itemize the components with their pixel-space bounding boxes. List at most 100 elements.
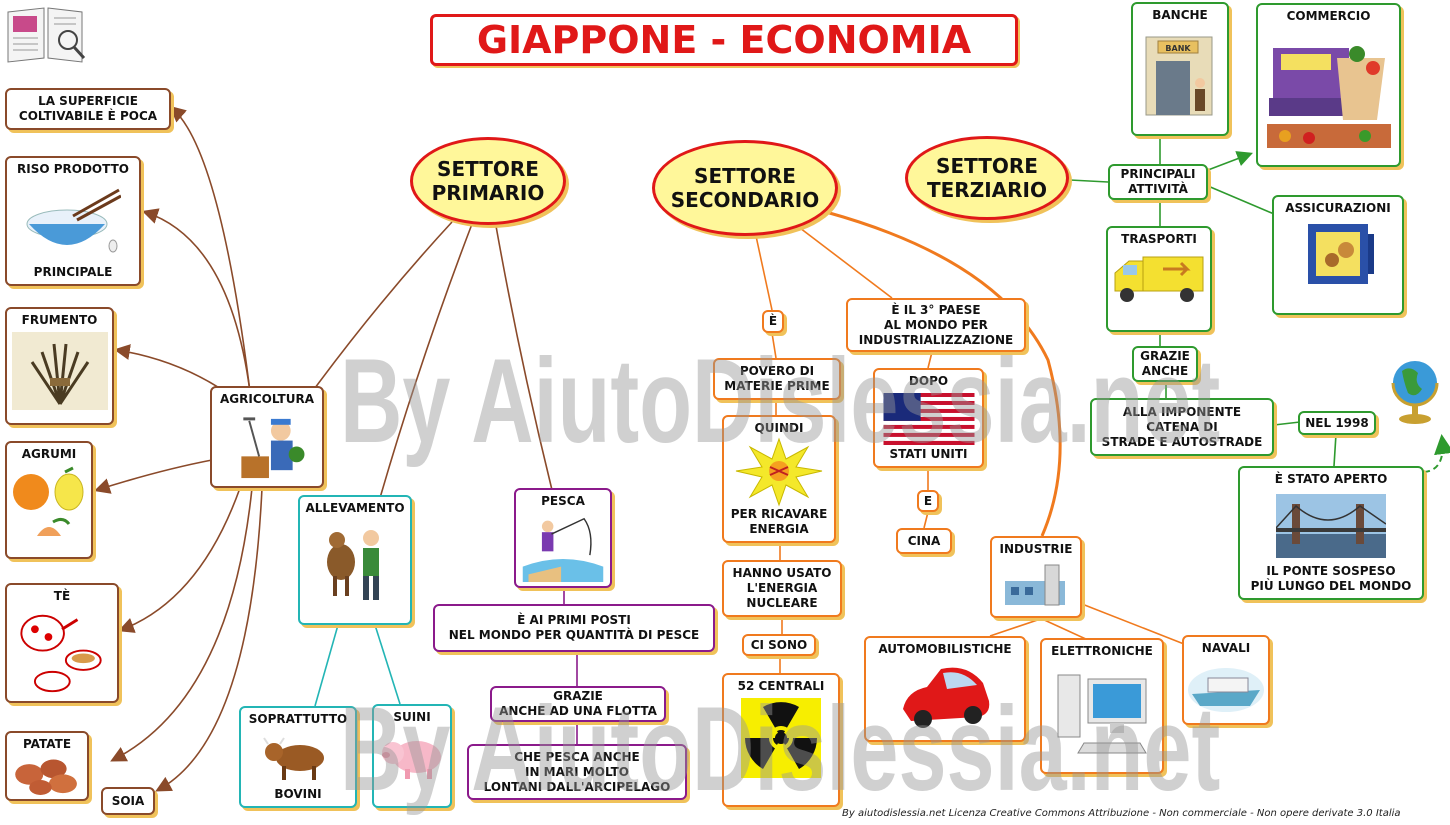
node-frumento[interactable]: FRUMENTO [5, 307, 114, 425]
node-text: ALLA IMPONENTE CATENA DI STRADE E AUTOST… [1101, 404, 1263, 449]
usa-flag-icon [883, 393, 974, 445]
node-terzo-paese[interactable]: È IL 3° PAESE AL MONDO PER INDUSTRIALIZZ… [846, 298, 1026, 352]
cash-register-icon [1266, 46, 1391, 148]
node-text: PER RICAVARE ENERGIA [730, 507, 828, 536]
node-suini[interactable]: SUINI [372, 704, 452, 808]
node-text: INDUSTRIE [999, 542, 1073, 556]
node-text: È STATO APERTO [1274, 472, 1388, 486]
node-ponte[interactable]: È STATO APERTO IL PONTE SOSPESO PIÙ LUNG… [1238, 466, 1424, 600]
node-riso[interactable]: RISO PRODOTTO PRINCIPALE [5, 156, 141, 286]
bridge-icon [1276, 493, 1386, 558]
node-text: ELETTRONICHE [1051, 644, 1153, 658]
license-credit: By aiutodislessia.net Licenza Creative C… [842, 808, 1401, 819]
node-e[interactable]: È [762, 310, 784, 333]
node-industrie[interactable]: INDUSTRIE [990, 536, 1082, 618]
node-text: STATI UNITI [889, 447, 968, 461]
node-ci-sono[interactable]: CI SONO [742, 634, 816, 656]
sector-primario[interactable]: SETTORE PRIMARIO [410, 137, 566, 225]
energy-icon [735, 436, 823, 507]
node-trasporti[interactable]: TRASPORTI [1106, 226, 1212, 332]
node-allevamento[interactable]: ALLEVAMENTO [298, 495, 412, 625]
node-commercio[interactable]: COMMERCIO [1256, 3, 1401, 167]
node-grazie-anche[interactable]: GRAZIE ANCHE [1132, 346, 1198, 382]
node-text: AUTOMOBILISTICHE [878, 642, 1012, 656]
node-text: ALLEVAMENTO [305, 501, 405, 515]
node-text: È [768, 314, 778, 328]
node-text: FRUMENTO [21, 313, 98, 327]
node-text: PRINCIPALI ATTIVITÀ [1120, 167, 1196, 196]
node-text: AGRICOLTURA [220, 392, 314, 406]
node-dopo[interactable]: DOPO STATI UNITI [873, 368, 984, 468]
node-povero[interactable]: POVERO DI MATERIE PRIME [713, 358, 841, 400]
node-primi-posti[interactable]: È AI PRIMI POSTI NEL MONDO PER QUANTITÀ … [433, 604, 715, 652]
node-text: BANCHE [1152, 8, 1208, 22]
node-flotta[interactable]: GRAZIE ANCHE AD UNA FLOTTA [490, 686, 666, 722]
node-text: GRAZIE ANCHE [1140, 349, 1190, 378]
node-patate[interactable]: PATATE [5, 731, 89, 801]
node-text: QUINDI [754, 421, 804, 435]
node-text: PATATE [22, 737, 72, 751]
cow-icon [263, 737, 324, 780]
sector-terziario[interactable]: SETTORE TERZIARIO [905, 136, 1069, 220]
node-soia[interactable]: SOIA [101, 787, 155, 815]
open-book-icon [7, 7, 86, 63]
node-text: E [923, 493, 933, 508]
cow-farmer-icon [327, 530, 379, 600]
node-e-conj[interactable]: E [917, 490, 939, 512]
node-text: PRINCIPALE [33, 265, 113, 279]
car-icon [903, 667, 990, 728]
node-agrumi[interactable]: AGRUMI [5, 441, 93, 559]
node-navali[interactable]: NAVALI [1182, 635, 1270, 725]
node-text: 52 CENTRALI [737, 679, 825, 693]
radiation-icon [741, 698, 821, 778]
sector-secondario[interactable]: SETTORE SECONDARIO [652, 140, 838, 236]
potatoes-icon [15, 759, 77, 795]
node-text: NEL 1998 [1305, 415, 1369, 430]
ship-icon [1188, 668, 1264, 712]
node-catena-strade[interactable]: ALLA IMPONENTE CATENA DI STRADE E AUTOST… [1090, 398, 1274, 456]
node-pesca[interactable]: PESCA [514, 488, 612, 588]
node-text: BOVINI [274, 787, 322, 801]
node-text: HANNO USATO L'ENERGIA NUCLEARE [732, 566, 832, 610]
node-text: CI SONO [750, 637, 808, 652]
node-centrali[interactable]: 52 CENTRALI [722, 673, 840, 807]
safe-icon [1308, 224, 1374, 284]
node-assicurazioni[interactable]: ASSICURAZIONI [1272, 195, 1404, 315]
node-text: TRASPORTI [1121, 232, 1197, 246]
node-nucleare[interactable]: HANNO USATO L'ENERGIA NUCLEARE [722, 560, 842, 617]
node-text: AGRUMI [21, 447, 77, 461]
node-text: PESCA [541, 494, 585, 508]
node-text: RISO PRODOTTO [17, 162, 129, 176]
factory-icon [1005, 564, 1065, 606]
node-text: SOPRATTUTTO [248, 712, 348, 726]
node-agricoltura[interactable]: AGRICOLTURA [210, 386, 324, 488]
node-cina[interactable]: CINA [896, 528, 952, 554]
node-text: È AI PRIMI POSTI NEL MONDO PER QUANTITÀ … [448, 613, 700, 642]
node-quindi[interactable]: QUINDI PER RICAVARE ENERGIA [722, 415, 836, 543]
globe-icon [1391, 361, 1439, 424]
node-nel-1998[interactable]: NEL 1998 [1298, 411, 1376, 435]
bank-sign: BANK [1165, 44, 1191, 53]
node-elettroniche[interactable]: ELETTRONICHE [1040, 638, 1164, 774]
fisherman-icon [522, 517, 604, 582]
node-mari-lontani[interactable]: CHE PESCA ANCHE IN MARI MOLTO LONTANI DA… [467, 744, 687, 800]
node-te[interactable]: TÈ [5, 583, 119, 703]
node-banche[interactable]: BANCHE BANK [1131, 2, 1229, 136]
node-text: GRAZIE ANCHE AD UNA FLOTTA [499, 689, 657, 718]
node-text: È IL 3° PAESE AL MONDO PER INDUSTRIALIZZ… [858, 302, 1014, 347]
node-text: ASSICURAZIONI [1285, 201, 1391, 215]
node-automobilistiche[interactable]: AUTOMOBILISTICHE [864, 636, 1026, 742]
node-text: LA SUPERFICIE COLTIVABILE È POCA [18, 94, 158, 123]
computer-icon [1057, 674, 1147, 754]
node-text: DOPO [908, 374, 949, 388]
node-principali-attivita[interactable]: PRINCIPALI ATTIVITÀ [1108, 164, 1208, 200]
teapot-icon [20, 614, 102, 693]
citrus-icon [13, 466, 84, 536]
pig-icon [382, 741, 441, 779]
node-text: SUINI [393, 710, 431, 724]
node-text: IL PONTE SOSPESO PIÙ LUNGO DEL MONDO [1250, 564, 1412, 593]
node-superficie[interactable]: LA SUPERFICIE COLTIVABILE È POCA [5, 88, 171, 130]
rice-bowl-icon [26, 188, 121, 253]
node-text: CHE PESCA ANCHE IN MARI MOLTO LONTANI DA… [483, 749, 671, 794]
node-bovini[interactable]: SOPRATTUTTO BOVINI [239, 706, 357, 808]
